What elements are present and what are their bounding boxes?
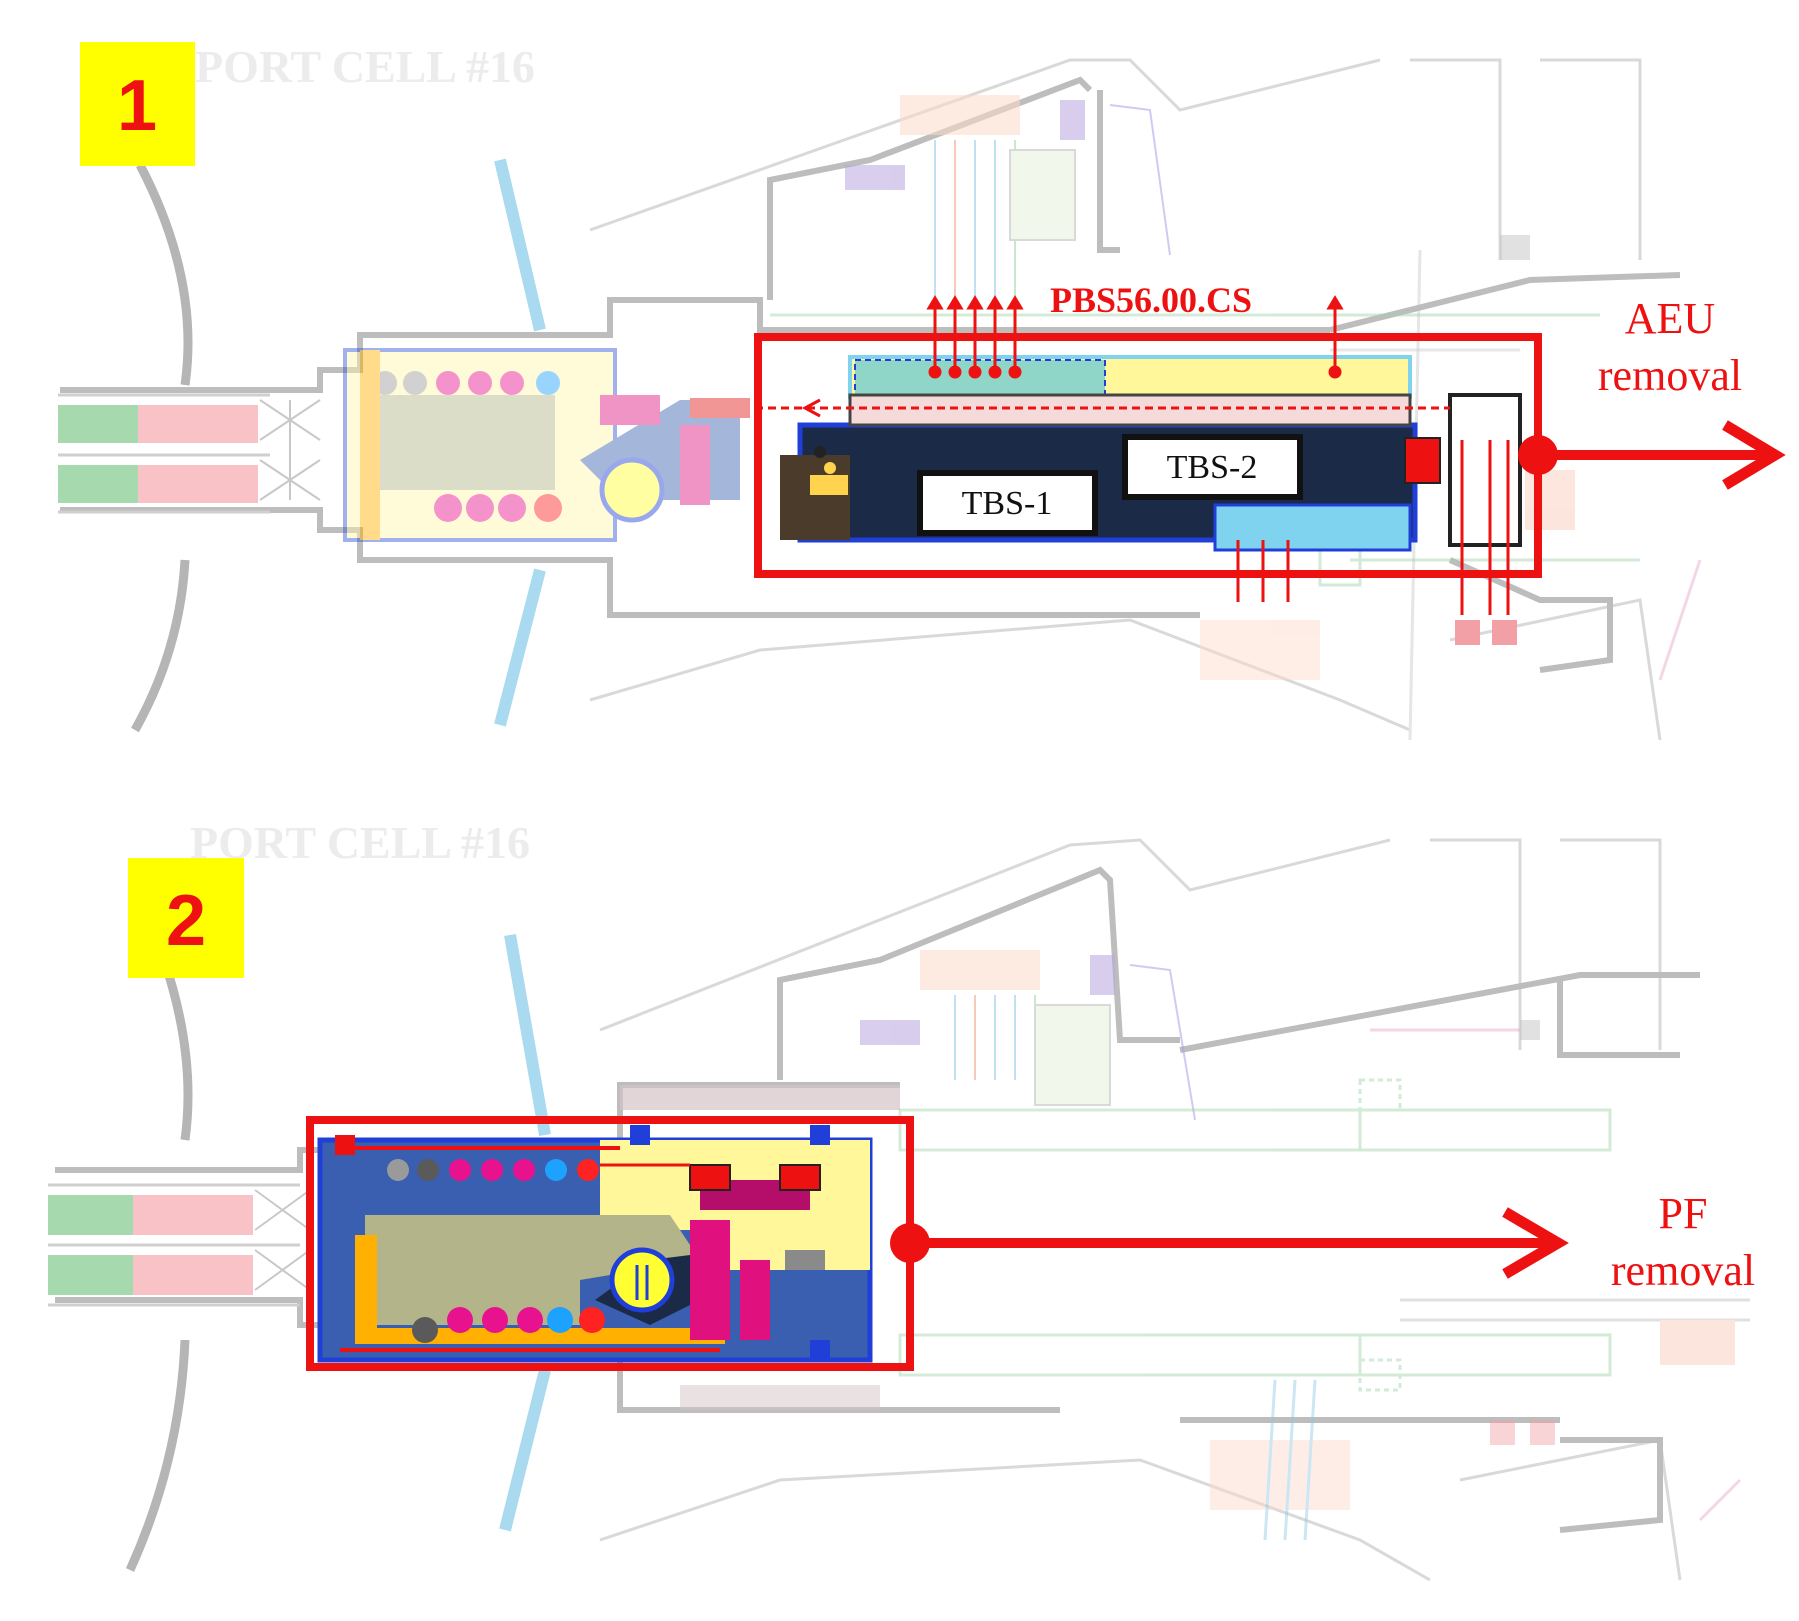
tbs-2-box: TBS-2 [1122,434,1303,500]
aeu-assembly [780,355,1522,552]
aeu-removal-arrow [1518,420,1786,490]
port-duct-2 [55,866,1700,1533]
flex-connectors-2 [254,1189,311,1291]
step-badge-1: 1 [80,42,195,166]
feed-pipes [58,393,270,514]
tbs-1-box: TBS-1 [917,470,1098,536]
step-badge-2: 2 [128,858,244,978]
bioshield-wall [494,158,546,727]
action-line-1: AEU [1625,294,1715,343]
pf-removal-arrow [890,1207,1569,1279]
panel-1-diagram: PORT CELL #16 [58,41,1786,741]
bottom-band [680,1385,880,1410]
pf-assembly [317,1125,873,1363]
port-cell-watermark-2: PORT CELL #16 [190,817,530,868]
top-instrument-lines [845,95,1171,300]
right-faded-lines [770,235,1702,681]
panel-2-diagram: PORT CELL #16 [48,817,1755,1582]
port-duct [60,76,1681,673]
step-number-1: 1 [117,66,157,146]
top-instrument-lines-2 [860,950,1196,1121]
action-line-2: removal [1598,351,1742,400]
vessel-wall-curve [131,162,193,733]
action-line-2-2: removal [1611,1246,1755,1295]
port-cell-watermark: PORT CELL #16 [195,41,535,92]
faded-aeu [898,1020,1750,1541]
tbs-1-label: TBS-1 [962,485,1053,522]
bioshield-wall-2 [499,933,551,1532]
withdrawal-path [690,398,1450,418]
component-label: PBS56.00.CS [1050,280,1252,320]
tbs-2-label: TBS-2 [1167,449,1258,486]
panel-2: PORT CELL #16 [0,780,1799,1621]
feed-pipes-2 [48,1183,300,1307]
panel-1: PORT CELL #16 [0,0,1799,760]
flex-connectors [259,399,321,501]
step-number-2: 2 [166,881,206,961]
action-line-1-2: PF [1659,1189,1708,1238]
faded-pipe-forest [343,348,740,542]
connection-arrows-bottom [1236,440,1517,645]
top-band [620,1085,900,1110]
